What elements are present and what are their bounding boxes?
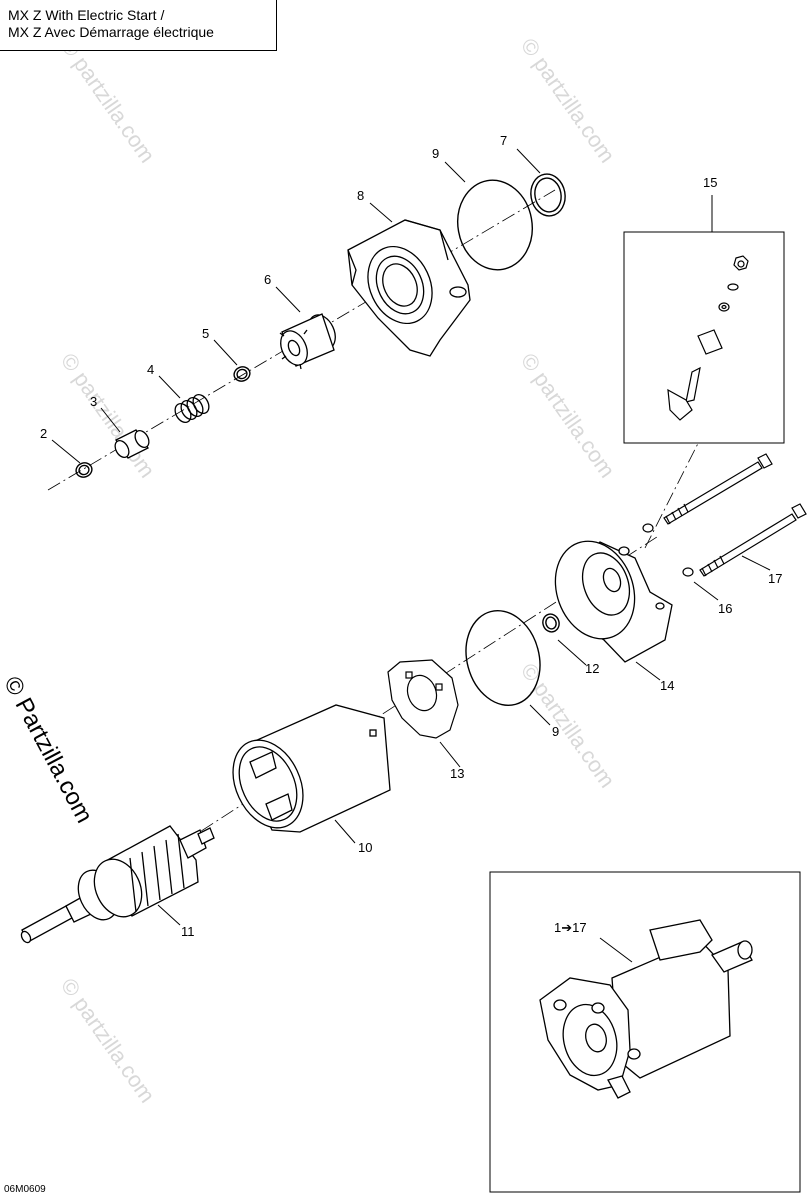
callout-4: 4 — [147, 362, 154, 377]
callout-10: 10 — [358, 840, 372, 855]
diagram-title-box: MX Z With Electric Start / MX Z Avec Dém… — [0, 0, 277, 51]
figure-code: 06M0609 — [4, 1184, 46, 1195]
callout-13: 13 — [450, 766, 464, 781]
callout-15: 15 — [703, 175, 717, 190]
part-8-drive-end-housing — [347, 219, 471, 357]
part-7-seal-ring — [530, 173, 566, 217]
part-9-o-ring-lower — [465, 610, 541, 706]
watermark-tile: © partzilla.com — [56, 34, 160, 168]
part-5-ring — [233, 366, 251, 382]
watermark-tile: © partzilla.com — [516, 349, 620, 483]
part-15-inset-box — [623, 231, 785, 444]
assembly-inset-box: 1➔17 — [489, 871, 801, 1193]
title-line-english: MX Z With Electric Start / — [8, 7, 165, 23]
part-4-spring — [174, 394, 210, 423]
part-9-o-ring-upper — [457, 179, 533, 271]
part-3-bushing — [114, 429, 150, 459]
callout-16: 16 — [718, 601, 732, 616]
watermark-tile: © partzilla.com — [56, 974, 160, 1108]
part-14-commutator-end-housing — [554, 540, 673, 663]
callout-3: 3 — [90, 394, 97, 409]
part-13-brush-plate — [387, 659, 459, 739]
watermark-tile: © partzilla.com — [56, 349, 160, 483]
watermark-tile: © partzilla.com — [516, 34, 620, 168]
part-6-drive-gear — [279, 313, 336, 370]
callout-12: 12 — [585, 661, 599, 676]
callout-numbers: 2 3 4 5 6 7 8 9 9 10 11 12 13 14 15 16 1… — [40, 133, 782, 939]
callout-8: 8 — [357, 188, 364, 203]
watermark-tile: © partzilla.com — [516, 659, 620, 793]
part-17-through-bolts — [663, 453, 807, 577]
assembly-callout: 1➔17 — [554, 920, 587, 935]
callout-14: 14 — [660, 678, 674, 693]
part-2-retaining-ring — [75, 462, 93, 478]
part-12-ring — [542, 613, 560, 633]
part-10-motor-frame — [232, 704, 391, 833]
title-line-french: MX Z Avec Démarrage électrique — [8, 24, 214, 40]
leader-lines — [51, 148, 771, 926]
callout-5: 5 — [202, 326, 209, 341]
callout-9-upper: 9 — [432, 146, 439, 161]
part-16-washers — [642, 523, 694, 577]
terminal-hardware — [667, 255, 749, 421]
callout-2: 2 — [40, 426, 47, 441]
callout-17: 17 — [768, 571, 782, 586]
callout-9-lower: 9 — [552, 724, 559, 739]
assembled-starter-motor — [539, 919, 753, 1099]
callout-7: 7 — [500, 133, 507, 148]
callout-6: 6 — [264, 272, 271, 287]
callout-11: 11 — [181, 924, 195, 939]
part-11-armature — [20, 825, 215, 944]
